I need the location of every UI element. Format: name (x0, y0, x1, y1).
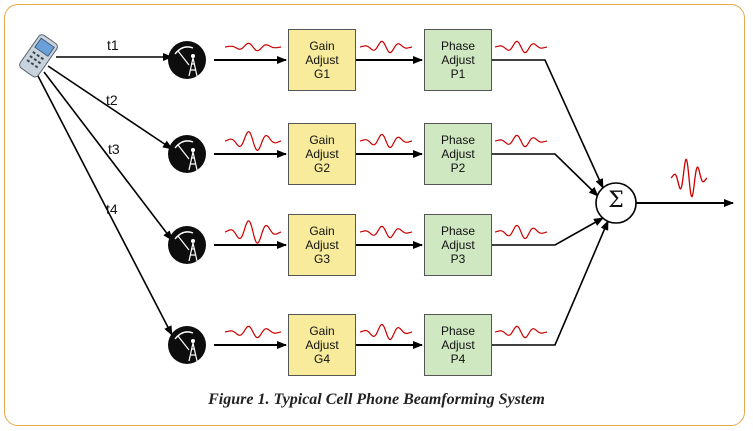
gain-box-label: Adjust (305, 238, 339, 252)
phase-box-label: Phase (440, 133, 476, 147)
gain-box-label: G3 (313, 252, 330, 266)
phase-box-label: Adjust (441, 53, 475, 67)
phase-box-label: Phase (440, 324, 476, 338)
signal-waveform (494, 40, 548, 54)
gain-box-label: Adjust (305, 147, 339, 161)
ray-t3 (43, 71, 173, 241)
signal-waveform (494, 134, 548, 148)
time-label-t3: t3 (108, 141, 120, 157)
signal-waveform (494, 325, 548, 339)
output-signal-waveform (670, 158, 708, 198)
gain-box-label: Gain (309, 324, 335, 338)
gain-box-label: G4 (313, 352, 330, 366)
antenna-tower-icon (168, 326, 206, 364)
signal-waveform (359, 323, 413, 341)
phase-box-label: P3 (450, 252, 466, 266)
summation-symbol: Σ (608, 188, 624, 213)
ray-t4 (37, 75, 173, 336)
gain-box-label: G2 (313, 161, 330, 175)
ray-t2 (47, 65, 173, 150)
phase-box-label: Phase (440, 224, 476, 238)
phase-box-label: P4 (450, 352, 466, 366)
gain-box-label: Adjust (305, 53, 339, 67)
summer-input-arrow (492, 59, 604, 189)
summer-input-arrow (492, 217, 604, 246)
cell-phone-icon (19, 34, 58, 78)
phase-box-label: Adjust (441, 338, 475, 352)
antenna-tower-icon (168, 226, 206, 264)
signal-waveform (359, 133, 413, 149)
phase-box-label: P2 (450, 161, 466, 175)
summer-input-arrow (492, 220, 609, 346)
antenna-tower-icon (168, 41, 206, 79)
signal-waveform (494, 224, 548, 240)
antenna-tower-icon (168, 135, 206, 173)
time-label-t4: t4 (106, 201, 118, 217)
phase-box-label: Adjust (441, 147, 475, 161)
gain-box-label: Gain (309, 133, 335, 147)
signal-waveform (224, 42, 282, 52)
phase-box-label: Phase (440, 39, 476, 53)
gain-box-label: Gain (309, 224, 335, 238)
time-label-t1: t1 (107, 37, 119, 53)
figure-caption: Figure 1. Typical Cell Phone Beamforming… (208, 391, 545, 408)
signal-waveform (359, 225, 413, 239)
signal-waveform (359, 40, 413, 54)
signal-waveform (224, 325, 282, 339)
gain-box-label: Gain (309, 39, 335, 53)
phase-box-label: P1 (450, 67, 466, 81)
time-label-t2: t2 (106, 92, 118, 108)
gain-box-label: Adjust (305, 338, 339, 352)
phase-box-label: Adjust (441, 238, 475, 252)
summer-input-arrow (492, 153, 599, 197)
gain-box-label: G1 (313, 67, 330, 81)
signal-waveform (224, 131, 282, 151)
signal-waveform (224, 220, 282, 244)
